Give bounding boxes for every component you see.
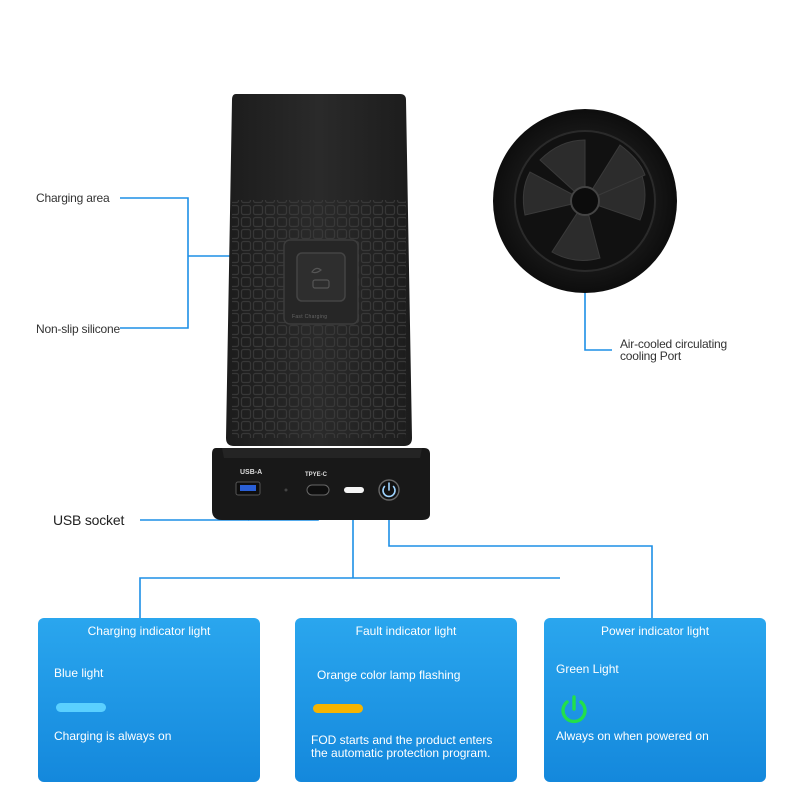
card-light-name: Green Light [556, 662, 619, 676]
card-description: Always on when powered on [556, 729, 709, 743]
fan-blades [522, 139, 646, 261]
indicator-bus-line [139, 577, 560, 618]
charging-area-label: Charging area [36, 191, 110, 205]
type-c-port [306, 484, 330, 496]
card-light-name: Orange color lamp flashing [317, 668, 461, 682]
card-title: Charging indicator light [87, 624, 211, 638]
pad-mark: Fast Charging [292, 314, 328, 320]
card-title: Power indicator light [600, 624, 710, 638]
usb-a-label: USB-A [240, 469, 263, 476]
bracket-line [120, 197, 189, 329]
card-description: Charging is always on [54, 729, 172, 743]
fault-led [344, 487, 364, 493]
non-slip-label: Non-slip silicone [36, 322, 120, 336]
card-description: FOD starts and the product enters the au… [311, 733, 493, 760]
qi-logo-icon [311, 267, 330, 289]
fault-indicator-card: Fault indicator light Orange color lamp … [295, 618, 517, 782]
card-title: Fault indicator light [355, 624, 457, 638]
charging-indicator-card: Charging indicator light Blue light Char… [38, 618, 260, 782]
power-light-pointer [388, 500, 653, 618]
type-c-label: TPYE-C [305, 472, 328, 478]
qi-logo-square [296, 252, 346, 302]
fan-hub [570, 186, 600, 216]
power-indicator-card: Power indicator light Green Light Always… [544, 618, 766, 782]
cooling-port-label: Air-cooled circulating cooling Port [620, 337, 727, 363]
port-base [212, 448, 430, 520]
orange-light-swatch [313, 704, 363, 713]
blue-light-swatch [56, 703, 106, 712]
usb-socket-label: USB socket [53, 512, 125, 528]
power-icon [561, 695, 587, 724]
card-light-name: Blue light [54, 666, 104, 680]
